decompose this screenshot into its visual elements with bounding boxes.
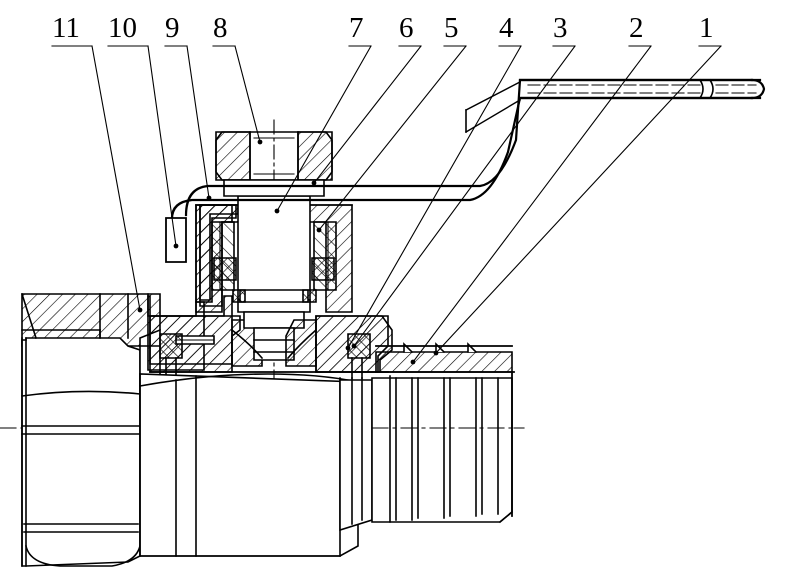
stem-lock-nut-hex-outline [215, 131, 333, 181]
body-front-outline [139, 373, 359, 557]
dot-7 [274, 208, 280, 214]
dot-1 [433, 350, 439, 356]
callout-label-11: 11 [52, 12, 80, 44]
leader-11 [51, 45, 141, 311]
handle-bar-break-right [708, 78, 714, 100]
handle-stop-tab [165, 217, 187, 263]
ball-seat-left-face [230, 328, 264, 360]
hex-nut-bottom-round [25, 545, 141, 567]
handle-lever-lower [170, 96, 762, 220]
handle-lever-upper [184, 78, 762, 217]
callout-label-6: 6 [399, 12, 414, 44]
valve-stem-shaft [237, 195, 311, 301]
leader-3 [353, 45, 576, 347]
callout-label-2: 2 [629, 12, 644, 44]
leader-10 [107, 45, 177, 247]
callout-label-7: 7 [349, 12, 364, 44]
callout-label-3: 3 [553, 12, 568, 44]
callout-label-5: 5 [444, 12, 459, 44]
handle-bar-end-cap [750, 78, 766, 100]
leader-1 [435, 45, 722, 354]
body-to-barb-shoulder [339, 379, 373, 532]
callout-label-9: 9 [165, 12, 180, 44]
leader-2 [412, 45, 652, 363]
barb-section-top [375, 351, 513, 373]
body-oring-left [159, 333, 183, 359]
stem-lock-nut-right [297, 131, 333, 181]
leader-6 [313, 45, 422, 184]
handle-bar-break-left [698, 78, 704, 100]
leader-5 [318, 45, 467, 231]
stem-seal-right [302, 289, 317, 303]
handle-bar-centerline [527, 84, 757, 94]
barb-end-chamfer [498, 510, 514, 524]
ball-seat-right-face [286, 328, 318, 360]
dot-10 [173, 243, 179, 249]
callout-label-10: 10 [108, 12, 137, 44]
leader-9 [164, 45, 210, 199]
stem-washer [223, 179, 325, 197]
barb-front [371, 377, 513, 523]
dot-6 [311, 180, 317, 186]
dot-3 [351, 343, 357, 349]
leader-8 [212, 45, 261, 143]
callout-label-1: 1 [699, 12, 714, 44]
leader-dots [137, 139, 439, 365]
handle-transition-top [465, 81, 521, 111]
dot-4 [345, 345, 351, 351]
valve-stem-thrust-washer [239, 289, 309, 303]
packing-oring-left [213, 257, 237, 281]
dot-2 [410, 359, 416, 365]
callout-label-8: 8 [213, 12, 228, 44]
dot-5 [316, 227, 322, 233]
hex-nut-top-facet [20, 292, 38, 340]
leader-lines [51, 45, 722, 363]
stem-seal-left [232, 289, 246, 303]
packing-oring-right [311, 257, 335, 281]
stem-lock-nut-left [215, 131, 251, 181]
dot-11 [137, 307, 143, 313]
dot-9 [206, 195, 212, 201]
body-oring-right [347, 333, 371, 359]
callout-label-4: 4 [499, 12, 514, 44]
leader-4 [347, 45, 522, 349]
hex-nut-curve-top [21, 390, 141, 397]
leader-7 [276, 45, 372, 212]
dot-8 [257, 139, 263, 145]
